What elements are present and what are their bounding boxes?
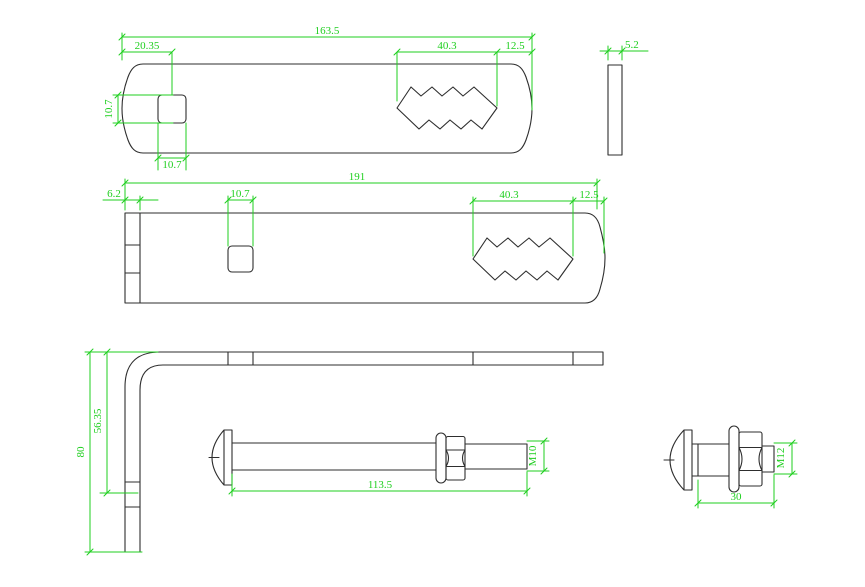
dim-label: M12 xyxy=(775,448,787,469)
dim-bolt-long-length: 113.5 xyxy=(228,471,531,497)
plate-short-zigzag-slot xyxy=(396,86,498,130)
dim-plate-long-slot-end-gap: 12.5 xyxy=(572,189,608,254)
dim-label: 80 xyxy=(75,446,87,458)
dim-label: 6.2 xyxy=(107,188,121,200)
dim-label: 191 xyxy=(349,171,366,183)
plate-short-outline xyxy=(121,63,533,154)
plate-short-square-hole xyxy=(157,94,187,124)
view-plate-short: 163.5 20.35 40.3 12.5 10.7 10.7 xyxy=(103,25,536,171)
bolt-short-nut xyxy=(738,431,763,487)
dim-plate-short-thickness: 5.2 xyxy=(599,39,649,61)
dim-bracket-height: 80 xyxy=(75,348,159,556)
dim-label: 10.7 xyxy=(103,99,115,119)
dim-plate-short-slot-end-gap: 12.5 xyxy=(496,40,536,111)
bolt-short-thread xyxy=(761,445,775,473)
dim-plate-short-hole-offset: 20.35 xyxy=(118,40,176,96)
dim-label: 113.5 xyxy=(368,479,393,491)
dim-label: 12.5 xyxy=(505,40,525,52)
view-plate-long: 191 6.2 10.7 40.3 12.5 xyxy=(102,171,608,304)
dim-label: 163.5 xyxy=(315,25,340,37)
bolt-short-washer xyxy=(728,425,740,493)
bolt-long-washer xyxy=(435,432,447,484)
bracket-arm-ticks xyxy=(227,351,574,366)
dim-plate-short-length: 163.5 xyxy=(118,25,536,61)
plate-short-side-outline xyxy=(607,64,623,156)
plate-long-square-hole xyxy=(227,245,254,273)
dim-label: 40.3 xyxy=(437,40,457,52)
view-bolt-long: 113.5 M10 xyxy=(208,429,550,497)
plate-long-flange-ticks xyxy=(124,244,141,274)
bolt-long-head xyxy=(211,429,233,486)
dim-label: 10.7 xyxy=(162,159,182,171)
dim-label: 12.5 xyxy=(579,189,599,201)
dim-plate-short-hole-width: 10.7 xyxy=(154,122,190,171)
view-bolt-short: 30 M12 xyxy=(663,425,798,509)
dim-bolt-short-length: 30 xyxy=(694,474,778,509)
bracket-leg-ticks xyxy=(124,481,141,508)
dim-plate-short-hole-height: 10.7 xyxy=(103,91,174,127)
dim-label: 10.7 xyxy=(230,188,250,200)
dim-label: M10 xyxy=(527,445,539,466)
dim-label: 56.35 xyxy=(92,408,104,433)
bolt-short-shank xyxy=(691,443,730,477)
dim-plate-long-slot-length: 40.3 xyxy=(469,189,577,257)
dim-label: 20.35 xyxy=(135,40,160,52)
bolt-long-shank xyxy=(231,442,437,471)
dim-label: 5.2 xyxy=(625,39,639,51)
dim-plate-long-flange-width: 6.2 xyxy=(102,188,159,211)
plate-long-zigzag-slot xyxy=(472,237,574,281)
dim-label: 40.3 xyxy=(499,189,519,201)
dim-bolt-short-thread: M12 xyxy=(773,439,798,478)
dim-plate-short-slot-length: 40.3 xyxy=(393,40,501,107)
bolt-short-head xyxy=(669,429,693,491)
bolt-long-nut xyxy=(445,435,466,481)
dim-bolt-long-thread: M10 xyxy=(526,437,550,475)
dim-plate-long-length: 191 xyxy=(121,171,601,210)
view-bracket: 80 56.35 xyxy=(75,348,604,556)
dim-plate-long-hole-width: 10.7 xyxy=(224,188,257,247)
dim-label: 30 xyxy=(731,491,743,503)
bolt-long-thread xyxy=(464,443,528,470)
view-plate-short-side: 5.2 xyxy=(599,39,649,156)
dim-bracket-upper-height: 56.35 xyxy=(92,348,139,497)
plate-long-outline xyxy=(124,212,606,304)
